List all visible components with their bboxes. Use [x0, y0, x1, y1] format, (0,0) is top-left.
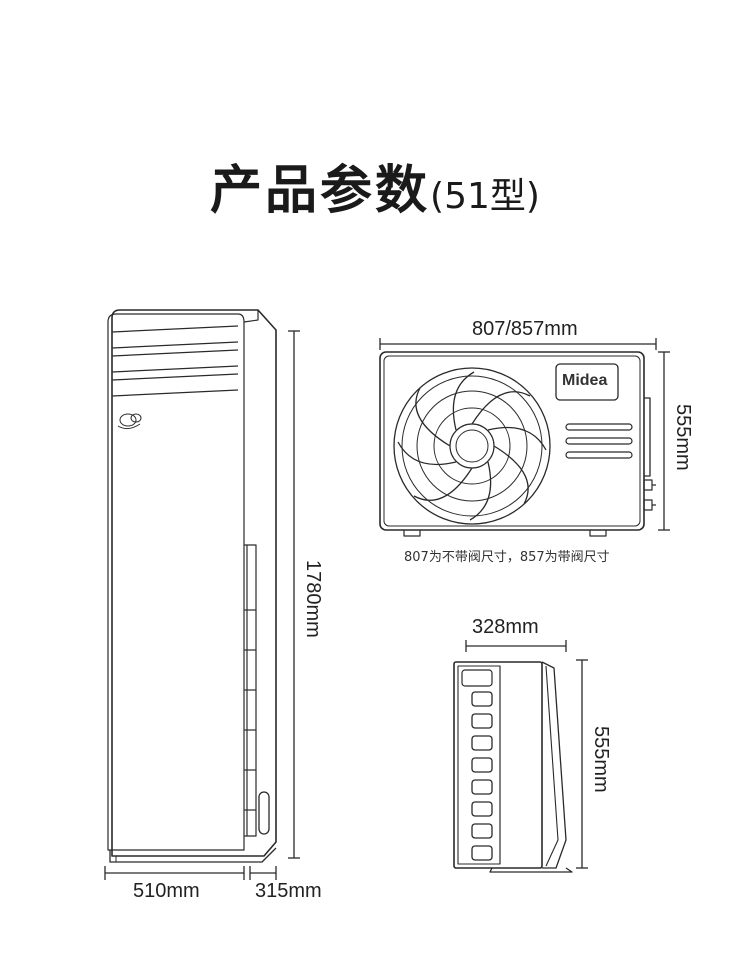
side-handle	[258, 791, 270, 835]
page-title-model: (51型)	[430, 176, 540, 217]
outdoor-side-dimension-lines	[465, 640, 588, 869]
side-grille	[244, 544, 257, 837]
front-grille	[565, 423, 633, 459]
brand-logo: Midea	[562, 372, 608, 389]
indoor-display-icon	[117, 413, 142, 430]
indoor-depth-label: 315mm	[255, 880, 322, 902]
air-louvers	[111, 325, 239, 397]
indoor-height-label: 1780mm	[302, 560, 324, 638]
outdoor-depth-label: 328mm	[472, 616, 539, 638]
valve-size-note: 807为不带阀尺寸，857为带阀尺寸	[404, 550, 610, 565]
indoor-width-label: 510mm	[133, 880, 200, 902]
page-title-main: 产品参数	[210, 161, 431, 221]
outdoor-front-dimension-lines	[379, 338, 670, 531]
outdoor-front-drawing	[379, 351, 656, 537]
outdoor-side-drawing	[453, 661, 573, 873]
side-vents	[471, 691, 493, 861]
outdoor-width-label: 807/857mm	[472, 318, 578, 340]
brand-badge	[555, 363, 619, 401]
outdoor-height-label: 555mm	[672, 404, 694, 471]
indoor-dimension-lines	[104, 330, 300, 880]
indoor-unit-drawing	[107, 309, 277, 863]
page-title: 产品参数(51型)	[0, 148, 750, 223]
outdoor-side-height-label: 555mm	[590, 726, 612, 793]
fan-icon	[393, 367, 551, 525]
